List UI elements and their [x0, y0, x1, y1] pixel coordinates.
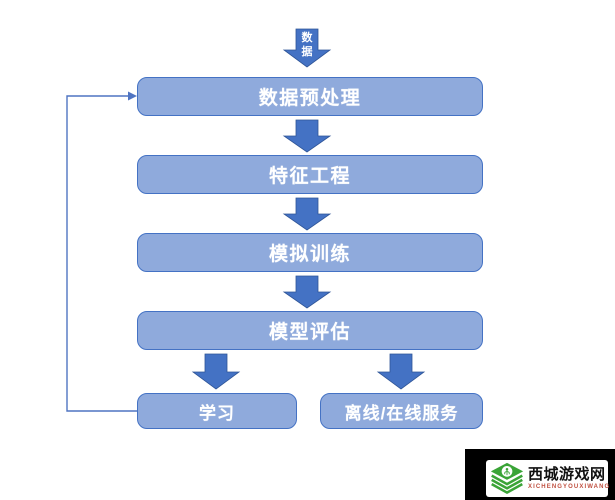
input-arrow-label: 数据: [301, 32, 313, 58]
feedback-connector-line: [66, 95, 137, 412]
node-learning: 学习: [137, 393, 297, 429]
arrow-preprocess-to-feature-icon: [282, 119, 332, 153]
node-model-evaluation: 模型评估: [137, 311, 483, 350]
node-model-evaluation-label: 模型评估: [268, 322, 351, 343]
arrow-data-input-icon: [282, 28, 332, 68]
watermark-text: 西城游戏网 XICHENGYOUXIWANG: [528, 465, 611, 491]
watermark: 西城游戏网 XICHENGYOUXIWANG: [486, 460, 611, 497]
node-data-preprocessing: 数据预处理: [137, 77, 483, 116]
arrow-evaluation-to-serving-icon: [376, 353, 426, 390]
node-learning-label: 学习: [199, 403, 235, 423]
node-data-preprocessing-label: 数据预处理: [258, 88, 362, 109]
node-feature-engineering: 特征工程: [137, 155, 483, 194]
arrow-feature-to-training-icon: [282, 197, 332, 231]
node-feature-engineering-label: 特征工程: [268, 166, 351, 187]
node-simulation-training-label: 模拟训练: [268, 244, 351, 265]
watermark-logo-icon: [490, 462, 524, 494]
arrow-evaluation-to-learning-icon: [191, 353, 241, 390]
node-offline-online-serving: 离线/在线服务: [320, 393, 483, 429]
feedback-arrowhead-icon: [128, 91, 137, 101]
watermark-site-name: 西城游戏网: [528, 465, 606, 483]
arrow-training-to-evaluation-icon: [282, 275, 332, 309]
node-simulation-training: 模拟训练: [137, 233, 483, 272]
node-offline-online-serving-label: 离线/在线服务: [344, 403, 459, 423]
watermark-site-name-latin: XICHENGYOUXIWANG: [528, 483, 611, 490]
